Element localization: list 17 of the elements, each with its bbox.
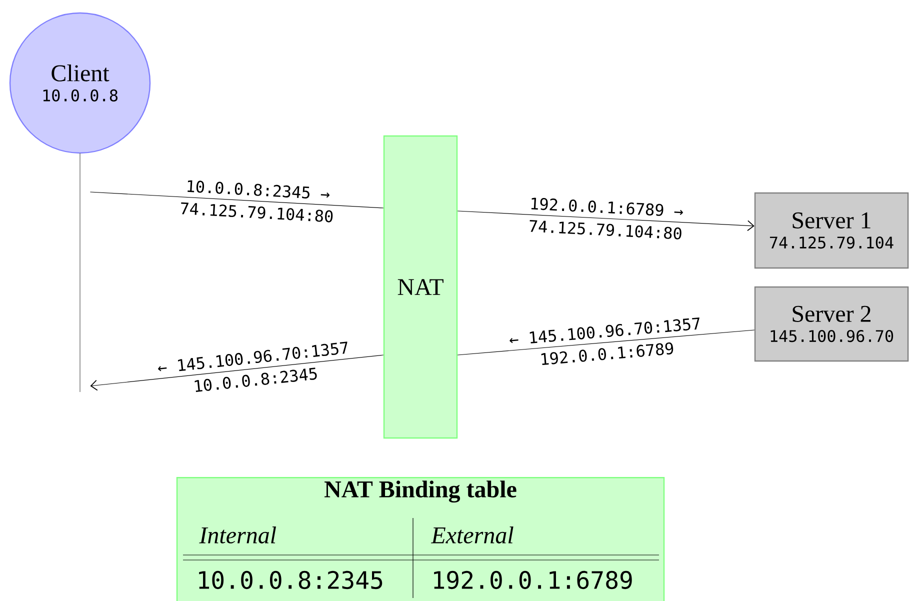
address-label: 192.0.0.1:6789 [541,342,674,365]
address-label: 74.125.79.104:80 [181,202,333,222]
edge-label: 10.0.0.8:2345 → [188,180,330,199]
arrow [457,210,754,232]
edge-label: 192.0.0.1:6789 → [531,198,683,216]
server-box: Server 1 74.125.79.104 [754,192,909,269]
column-header: Internal [199,526,276,544]
column-header: External [430,526,514,544]
connector-line [90,192,384,208]
connector-line [457,330,755,356]
nat-box: NAT [383,135,458,439]
address-label: 74.125.79.104:80 [530,220,682,240]
arrow [90,354,384,391]
address-text: 192.0.0.1:6789 [434,570,632,590]
address-text: 10.0.0.8:2345 [199,570,382,590]
edge-label: ← 145.100.96.70:1357 [510,317,700,344]
server-box: Server 2 145.100.96.70 [754,286,909,362]
